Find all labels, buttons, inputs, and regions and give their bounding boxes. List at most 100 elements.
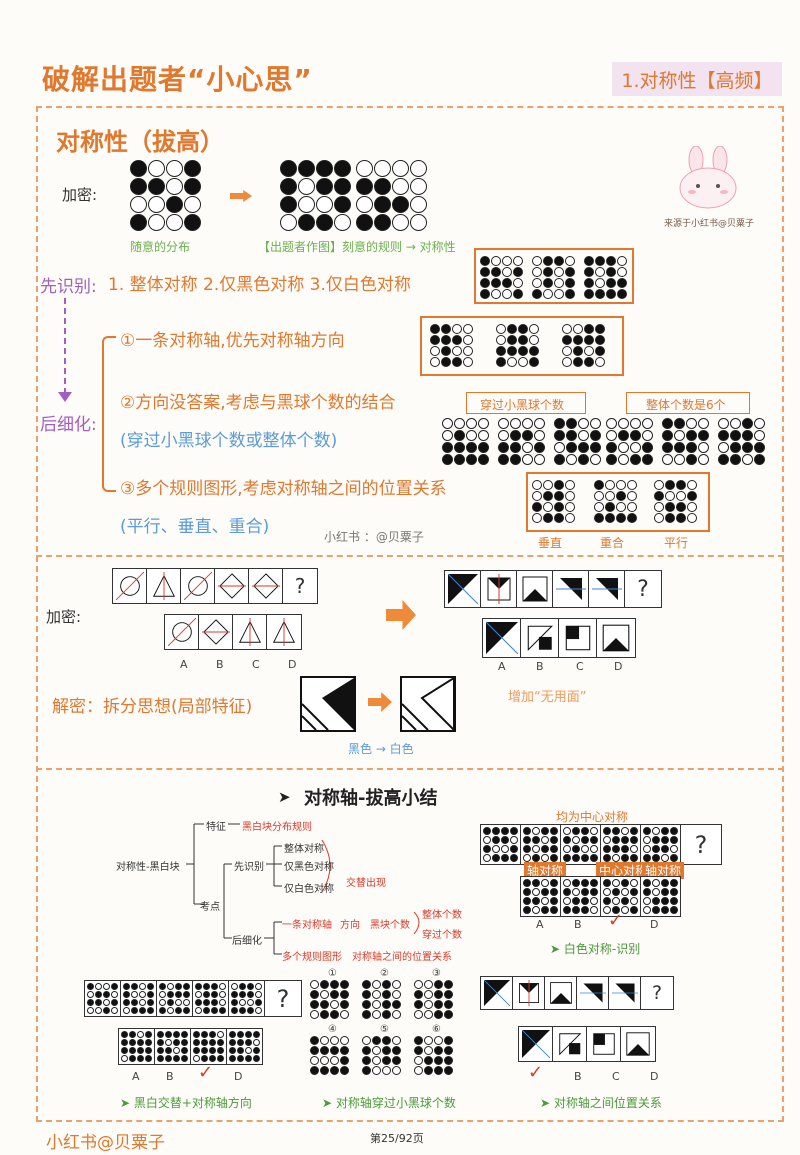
- grid-dot: [572, 888, 580, 896]
- grid-dot: [565, 513, 575, 523]
- grid-dot: [310, 1046, 319, 1055]
- grid-dot: [523, 827, 531, 835]
- grid-dot: [444, 1046, 453, 1055]
- grid-dot: [595, 335, 605, 345]
- figure-cell: [553, 1027, 587, 1061]
- grid-dot: [434, 1010, 443, 1019]
- grid-dot: [362, 1046, 371, 1055]
- rule-1: ①一条对称轴,优先对称轴方向: [120, 331, 345, 351]
- grid-dot: [173, 1055, 180, 1062]
- grid-dot: [550, 836, 558, 844]
- grid-dot: [103, 1007, 110, 1014]
- grid-dot: [550, 906, 558, 914]
- grid-dot: [532, 491, 542, 501]
- grid-dot: [434, 1036, 443, 1045]
- grid-dot: [618, 454, 629, 465]
- caption-a: ➤ 黑白交替+对称轴方向: [120, 1096, 252, 1110]
- grid-dot: [237, 1031, 244, 1038]
- grid-dot: [245, 1031, 252, 1038]
- grid-dot: [372, 1066, 381, 1075]
- grid-dot: [532, 278, 542, 288]
- grid-dot: [131, 1007, 138, 1014]
- grid-dot: [310, 1010, 319, 1019]
- grid-dot: [742, 418, 753, 429]
- grid-dot: [166, 160, 183, 177]
- caption-b: ➤ 对称轴穿过小黑球个数: [322, 1096, 456, 1110]
- rule-3: ③多个规则图形,考虑对称轴之间的位置关系: [120, 479, 447, 499]
- grid-dot: [541, 845, 549, 853]
- grid-dot: [754, 430, 765, 441]
- dot-cell: [119, 1029, 155, 1064]
- grid-dot: [566, 442, 577, 453]
- option-label: A: [536, 918, 544, 931]
- grid-dot: [131, 991, 138, 998]
- grid-dot: [581, 888, 589, 896]
- grid-dot: [522, 454, 533, 465]
- grid-dot: [320, 1046, 329, 1055]
- grid-dot: [173, 1039, 180, 1046]
- grid-dot: [316, 178, 333, 195]
- grid-dot: [382, 1000, 391, 1009]
- grid-dot: [310, 980, 319, 989]
- grid-dot: [392, 214, 409, 231]
- random-dot-grid: [130, 160, 201, 231]
- grid-dot: [209, 1055, 216, 1062]
- grid-dot: [652, 888, 660, 896]
- grid-dot: [466, 418, 477, 429]
- grid-dot: [255, 1007, 262, 1014]
- grid-dot: [434, 980, 443, 989]
- grid-dot: [550, 879, 558, 887]
- grid-dot: [532, 906, 540, 914]
- grid-dot: [532, 256, 542, 266]
- grid-dot: [316, 196, 333, 213]
- grid-dot: [211, 983, 218, 990]
- grid-dot: [584, 335, 594, 345]
- grid-dot: [578, 430, 589, 441]
- grid-dot: [652, 854, 660, 862]
- figure-cell: [513, 977, 545, 1009]
- example-dot-grid: [532, 256, 575, 299]
- grid-dot: [195, 983, 202, 990]
- example-dot-grid: [498, 418, 545, 465]
- dot-question-row: ?: [480, 824, 722, 865]
- grid-dot: [121, 1039, 128, 1046]
- grid-dot: [627, 480, 637, 490]
- grid-dot: [340, 1036, 349, 1045]
- mindmap-axis-relation: 对称轴之间的位置关系: [352, 952, 452, 963]
- figure-cell: [553, 571, 589, 607]
- grid-dot: [687, 491, 697, 501]
- grid-dot: [231, 999, 238, 1006]
- grid-dot: [195, 999, 202, 1006]
- grid-dot: [501, 836, 509, 844]
- grid-dot: [372, 1000, 381, 1009]
- grid-dot: [184, 160, 201, 177]
- grid-dot: [201, 1039, 208, 1046]
- grid-dot: [554, 289, 564, 299]
- grid-dot: [491, 256, 501, 266]
- grid-dot: [173, 1047, 180, 1054]
- grid-dot: [454, 430, 465, 441]
- grid-dot: [165, 1047, 172, 1054]
- grid-dot: [382, 980, 391, 989]
- encrypt-label: 加密:: [46, 608, 82, 626]
- grid-dot: [209, 1031, 216, 1038]
- grid-dot: [129, 1055, 136, 1062]
- mindmap-points: 考点: [200, 902, 220, 913]
- grid-dot: [554, 513, 564, 523]
- grid-dot: [434, 1000, 443, 1009]
- grid-dot: [111, 999, 118, 1006]
- grid-dot: [362, 1036, 371, 1045]
- figure-cell: [577, 977, 609, 1009]
- grid-dot: [382, 1046, 391, 1055]
- grid-dot: [606, 430, 617, 441]
- mindmap-count-item: 穿过个数: [422, 930, 462, 941]
- grid-dot: [565, 289, 575, 299]
- grid-dot: [217, 1047, 224, 1054]
- grid-dot: [414, 1056, 423, 1065]
- mindmap: 对称性-黑白块 特征 黑白块分布规则 考点 先识别 整体对称 仅黑色对称 仅白色…: [116, 812, 476, 972]
- grid-dot: [87, 999, 94, 1006]
- grid-dot: [193, 1047, 200, 1054]
- grid-dot: [183, 983, 190, 990]
- grid-dot: [606, 418, 617, 429]
- grid-dot: [424, 1010, 433, 1019]
